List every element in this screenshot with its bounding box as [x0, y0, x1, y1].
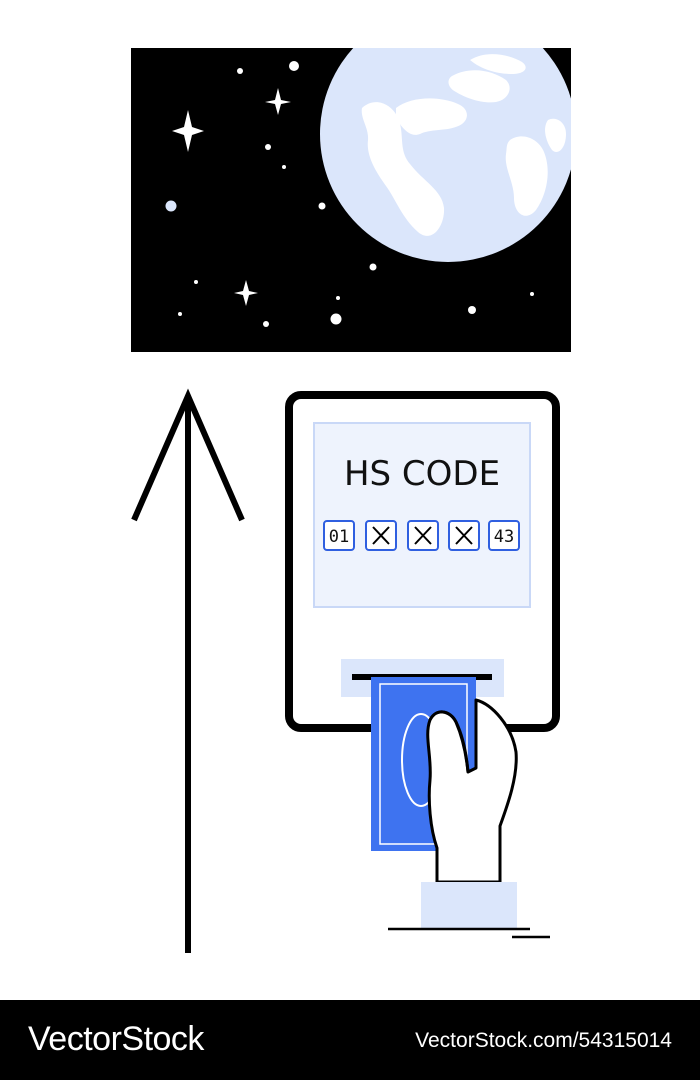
code-box-2 [365, 520, 397, 551]
globe-icon [320, 48, 571, 262]
code-box-1: 01 [323, 520, 355, 551]
code-digit-5: 43 [494, 527, 514, 547]
code-field: 01 43 [323, 520, 520, 551]
footer-bar: VectorStock VectorStock.com/54315014 [0, 1000, 700, 1080]
cross-icon [372, 526, 390, 545]
night-sky-icon [131, 48, 571, 352]
kiosk-icon [285, 391, 560, 732]
code-box-3 [407, 520, 439, 551]
code-box-5: 43 [488, 520, 520, 551]
hand-icon [388, 698, 550, 939]
up-arrow-icon [131, 388, 245, 953]
hs-code-title: HS CODE [344, 454, 500, 494]
cross-icon [455, 526, 473, 545]
vectorstock-logo[interactable]: VectorStock [28, 1020, 204, 1058]
code-box-4 [448, 520, 480, 551]
code-digit-1: 01 [329, 527, 349, 547]
image-url-text[interactable]: VectorStock.com/54315014 [415, 1029, 672, 1052]
cross-icon [414, 526, 432, 545]
